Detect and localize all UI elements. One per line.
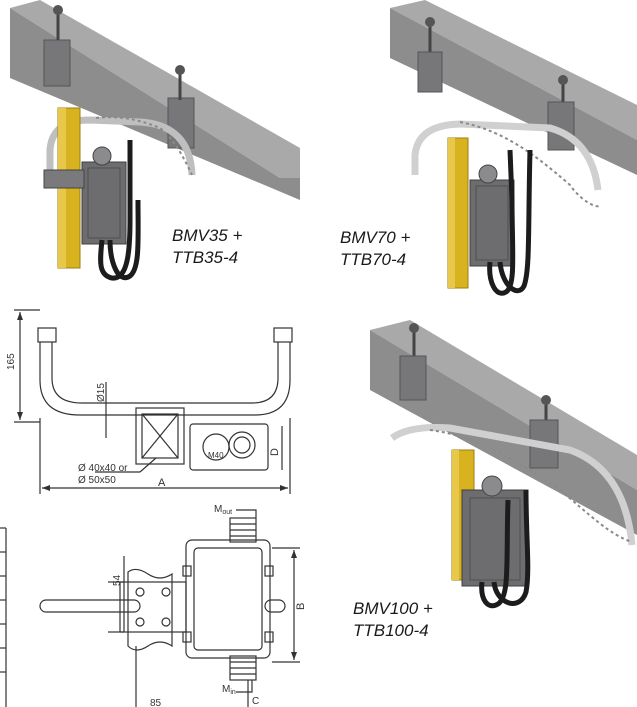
product-name: BMV35 + [172, 226, 243, 245]
rail-clamp [43, 39, 71, 87]
rail-clamp [399, 355, 427, 401]
dim-54-label: 54 [112, 574, 123, 586]
tube-clamp-left [37, 327, 57, 343]
product-label-bmv70: BMV70 + TTB70-4 [340, 227, 410, 271]
illustration-bmv100 [370, 320, 637, 609]
junction-box [461, 489, 529, 587]
cable [98, 140, 133, 281]
bolt-knob [409, 323, 419, 333]
product-suffix: TTB35-4 [172, 248, 239, 267]
dim-width-label: A [158, 477, 166, 489]
bolt-knob [53, 5, 63, 15]
technical-drawing-top: 165 Ø15 M40 D A Ø 40x40 or Ø 50x50 [6, 309, 293, 494]
product-label-bmv35: BMV35 + TTB35-4 [172, 225, 242, 269]
junction-box-top-view [189, 423, 269, 471]
profile-clamp [135, 407, 185, 465]
u-bracket-tube [389, 424, 636, 546]
tube-clamp-right [273, 327, 293, 343]
cable [107, 199, 141, 281]
profile-label-1: Ø 40x40 or [78, 463, 128, 474]
dim-85-label: 85 [150, 698, 162, 707]
rail-top-face [390, 0, 637, 140]
product-suffix: TTB100-4 [353, 621, 429, 640]
rail-top-face [10, 0, 300, 178]
bolt-knob [175, 65, 185, 75]
u-tube-inner [51, 342, 279, 404]
rail-side-face [10, 8, 300, 200]
dim-diameter-label: Ø15 [96, 383, 107, 402]
product-suffix: TTB70-4 [340, 250, 407, 269]
product-name: BMV70 + [340, 228, 411, 247]
illustration-bmv70 [390, 0, 637, 296]
bolt-knob [541, 395, 551, 405]
cable [479, 499, 511, 609]
m-in-label: Min [222, 684, 236, 696]
illustration-bmv35 [10, 0, 300, 281]
junction-box-side-view [185, 539, 271, 659]
junction-box [469, 179, 515, 267]
junction-box [81, 161, 127, 245]
rail-side-face [390, 8, 637, 175]
rail-clamp [417, 51, 443, 93]
dim-b-label: B [295, 603, 307, 610]
bracket-block [119, 581, 187, 633]
product-name: BMV100 + [353, 599, 433, 618]
dim-height-label: 165 [6, 353, 17, 370]
technical-drawing-side: Mout Min 54 B 85 C [0, 504, 307, 707]
bolt-knob [558, 75, 568, 85]
profile-label-2: Ø 50x50 [78, 475, 116, 486]
u-tube-outer [39, 342, 291, 416]
dim-c-label: C [252, 696, 259, 707]
tube-side [39, 599, 141, 613]
u-bracket-tube [411, 120, 602, 191]
cable [487, 149, 516, 296]
product-label-bmv100: BMV100 + TTB100-4 [353, 598, 433, 642]
cable [497, 149, 533, 294]
bolt-knob [425, 17, 435, 27]
dim-depth-label: D [269, 448, 281, 456]
m-out-label: Mout [214, 504, 232, 516]
gland-label: M40 [208, 451, 224, 460]
cable [491, 489, 531, 606]
rail-side-face [370, 330, 637, 535]
